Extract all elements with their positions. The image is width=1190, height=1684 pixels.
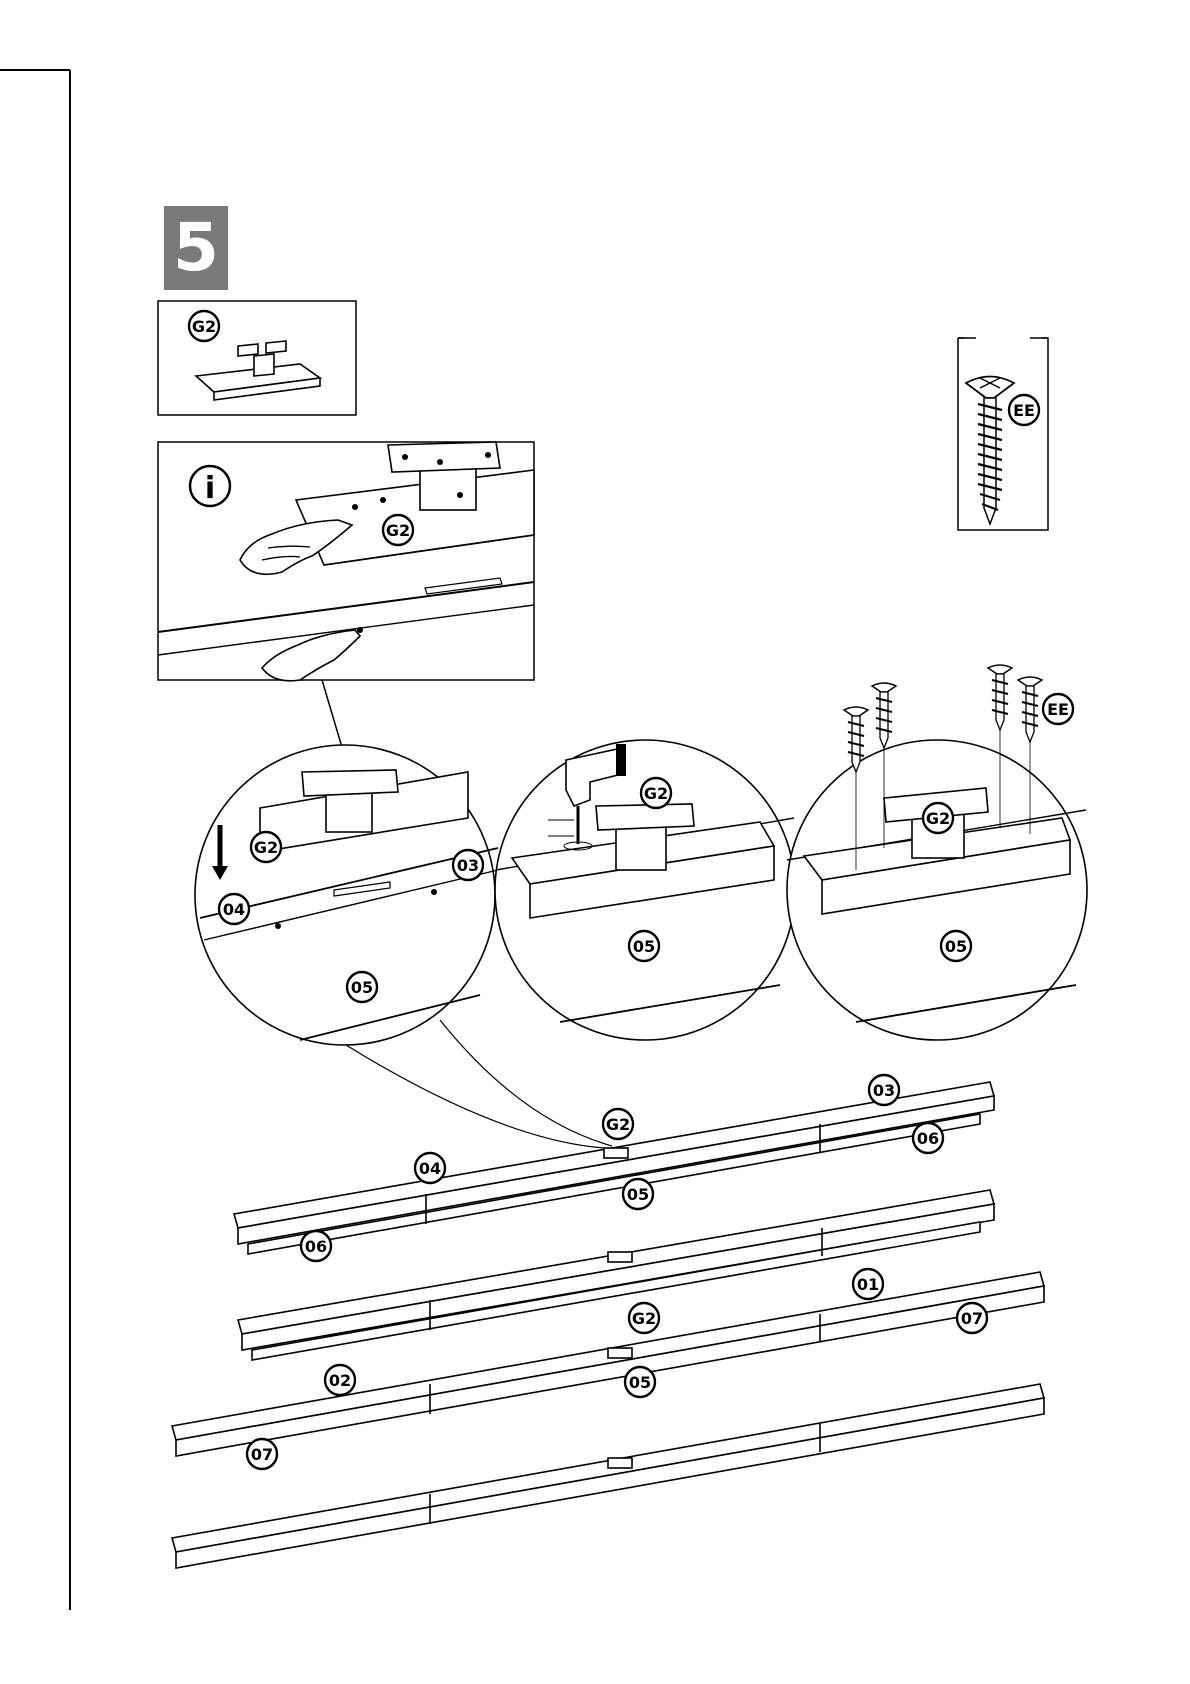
label-01: 01	[857, 1275, 879, 1294]
callout-line	[440, 1020, 612, 1146]
label-03: 03	[457, 856, 479, 875]
detail-circle-1: G2 03 04 05	[195, 745, 498, 1045]
label-04: 04	[419, 1159, 441, 1178]
label-07: 07	[251, 1445, 273, 1464]
label-04: 04	[223, 900, 245, 919]
label-g2: G2	[644, 784, 668, 803]
label-g2: G2	[632, 1309, 656, 1328]
info-detail-box: i G2	[158, 442, 534, 681]
info-symbol: i	[205, 471, 215, 506]
label-07: 07	[961, 1309, 983, 1328]
label-g2: G2	[386, 521, 410, 540]
label-g2: G2	[254, 838, 278, 857]
label-05: 05	[633, 937, 655, 956]
label-05: 05	[351, 978, 373, 997]
hand-pointer-icon	[262, 630, 360, 681]
detail-circle-3: EE G2 05	[787, 665, 1087, 1040]
label-05: 05	[945, 937, 967, 956]
screw-icon	[966, 377, 1014, 525]
label-ee: EE	[1013, 401, 1035, 420]
label-ee: EE	[1047, 700, 1069, 719]
label-g2: G2	[926, 809, 950, 828]
label-g2: G2	[606, 1115, 630, 1134]
label-05: 05	[629, 1373, 651, 1392]
label-03: 03	[873, 1081, 895, 1100]
label-02: 02	[329, 1371, 351, 1390]
part-g2-box: G2	[158, 301, 356, 415]
bracket-icon	[196, 341, 320, 400]
label-05: 05	[627, 1185, 649, 1204]
label-06: 06	[305, 1237, 327, 1256]
detail-circle-2: G2 05	[495, 740, 795, 1040]
callout-line	[322, 680, 344, 754]
label-g2: G2	[192, 317, 216, 336]
part-ee-box: EE	[958, 338, 1048, 530]
label-06: 06	[917, 1129, 939, 1148]
